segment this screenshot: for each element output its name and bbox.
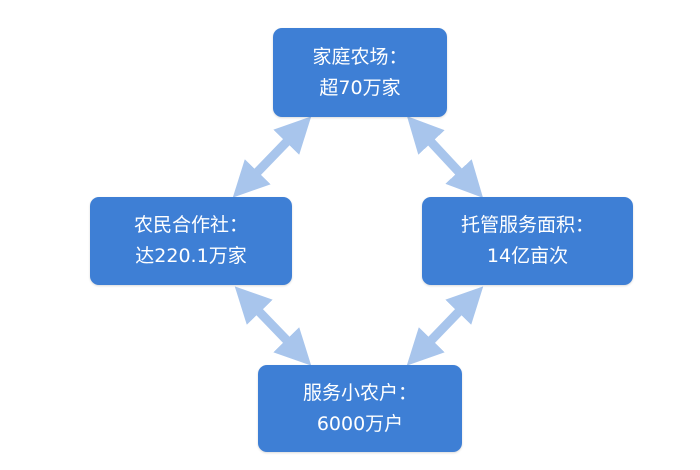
node-title: 服务小农户： bbox=[302, 381, 417, 404]
arrow-top-right bbox=[406, 116, 484, 198]
node-value: 6000万户 bbox=[316, 412, 404, 435]
node-smallholders: 服务小农户： 6000万户 bbox=[258, 365, 462, 452]
node-value: 超70万家 bbox=[319, 76, 401, 99]
node-title: 托管服务面积： bbox=[460, 214, 594, 236]
node-value: 14亿亩次 bbox=[486, 245, 569, 267]
node-family-farms: 家庭农场： 超70万家 bbox=[273, 28, 447, 117]
node-value: 达220.1万家 bbox=[135, 245, 247, 267]
node-title: 家庭农场： bbox=[312, 45, 408, 68]
node-managed-area: 托管服务面积： 14亿亩次 bbox=[422, 197, 633, 285]
node-title: 农民合作社： bbox=[133, 214, 248, 236]
arrow-left-bottom bbox=[234, 286, 312, 366]
node-cooperatives: 农民合作社： 达220.1万家 bbox=[90, 197, 292, 285]
arrow-right-bottom bbox=[406, 286, 484, 366]
arrow-top-left bbox=[232, 116, 312, 198]
